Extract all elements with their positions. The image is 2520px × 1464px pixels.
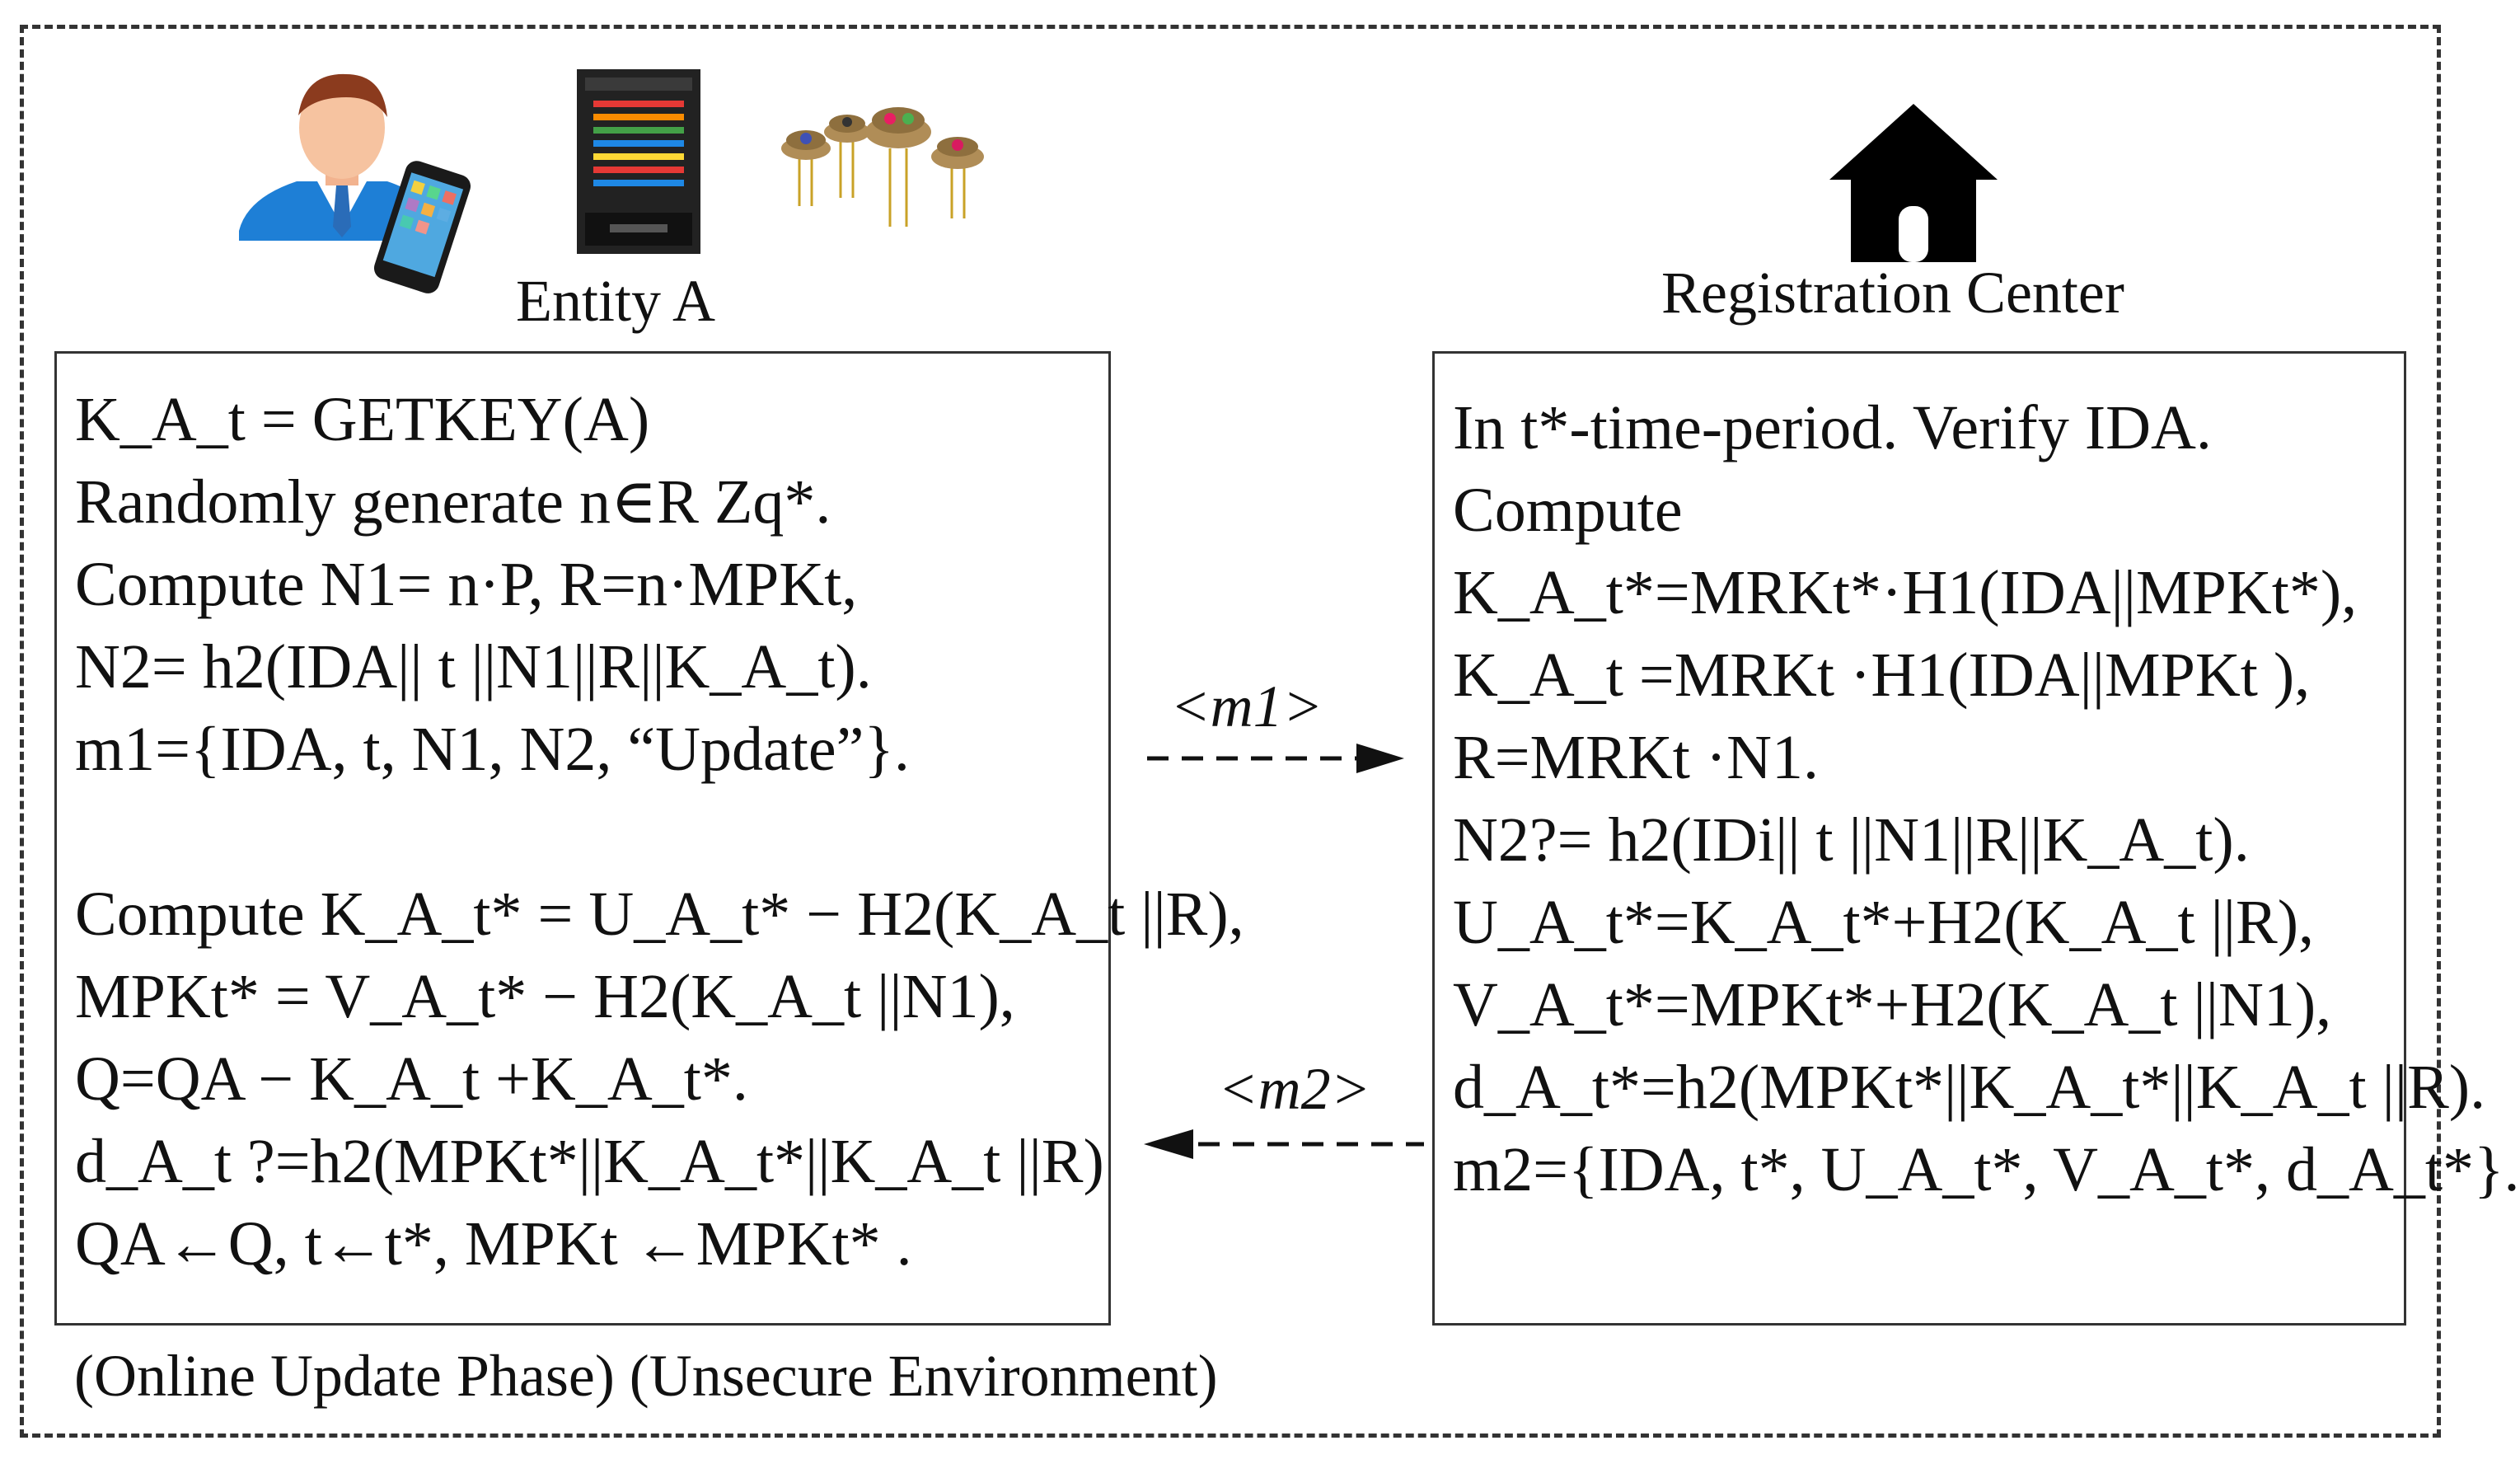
entity-a-label: Entity A xyxy=(516,268,716,334)
box-line-gap xyxy=(75,791,1244,873)
box-line: U_A_t*=K_A_t*+H2(K_A_t ||R), xyxy=(1453,888,2314,957)
box-line: N2= h2(IDA|| t ||N1||R||K_A_t). xyxy=(75,632,872,702)
m2-arrow-label: <m2> xyxy=(1218,1056,1371,1122)
box-line: Compute N1= n·P, R=n·MPKt, xyxy=(75,550,858,619)
box-line: K_A_t*=MRKt*·H1(IDA||MPKt*), xyxy=(1453,558,2358,627)
diagram-frame xyxy=(20,25,2441,1438)
box-line: N2?= h2(IDi|| t ||N1||R||K_A_t). xyxy=(1453,805,2250,875)
box-line: d_A_t ?=h2(MPKt*||K_A_t*||K_A_t ||R) xyxy=(75,1127,1104,1196)
registration-center-box: In t*-time-period. Verify IDA. Compute K… xyxy=(1432,351,2520,1326)
box-line: K_A_t =MRKt ·H1(IDA||MPKt ), xyxy=(1453,640,2311,710)
box-line: In t*-time-period. Verify IDA. xyxy=(1453,393,2212,462)
registration-center-label: Registration Center xyxy=(1661,260,2124,326)
box-line: Compute xyxy=(1453,476,1683,545)
sensor-components-icon xyxy=(781,107,984,227)
box-line: V_A_t*=MPKt*+H2(K_A_t ||N1), xyxy=(1453,970,2332,1039)
m1-arrow xyxy=(1147,744,1404,773)
box-line: R=MRKt ·N1. xyxy=(1453,723,1820,792)
m1-arrow-label: <m1> xyxy=(1170,673,1323,739)
box-line: Compute K_A_t* = U_A_t* − H2(K_A_t ||R), xyxy=(75,880,1244,949)
house-icon xyxy=(1829,104,1998,262)
phase-caption: (Online Update Phase) (Unsecure Environm… xyxy=(74,1343,1218,1409)
server-icon xyxy=(577,69,700,254)
box-line: MPKt* = V_A_t* − H2(K_A_t ||N1), xyxy=(75,962,1015,1031)
box-line: Randomly generate n∈R Zq*. xyxy=(75,467,831,537)
user-with-phone-icon xyxy=(239,73,471,293)
box-line: QA←Q, t←t*, MPKt ←MPKt* . xyxy=(75,1209,912,1279)
box-line: m1={IDA, t, N1, N2, “Update”}. xyxy=(75,715,910,784)
box-line: Q=QA − K_A_t +K_A_t*. xyxy=(75,1044,748,1114)
box-line: m2={IDA, t*, U_A_t*, V_A_t*, d_A_t*}. xyxy=(1453,1135,2520,1204)
box-line: K_A_t = GETKEY(A) xyxy=(75,385,650,454)
m2-arrow xyxy=(1144,1129,1424,1159)
box-line: d_A_t*=h2(MPKt*||K_A_t*||K_A_t ||R). xyxy=(1453,1053,2486,1122)
entity-a-box: K_A_t = GETKEY(A) Randomly generate n∈R … xyxy=(54,351,1244,1326)
